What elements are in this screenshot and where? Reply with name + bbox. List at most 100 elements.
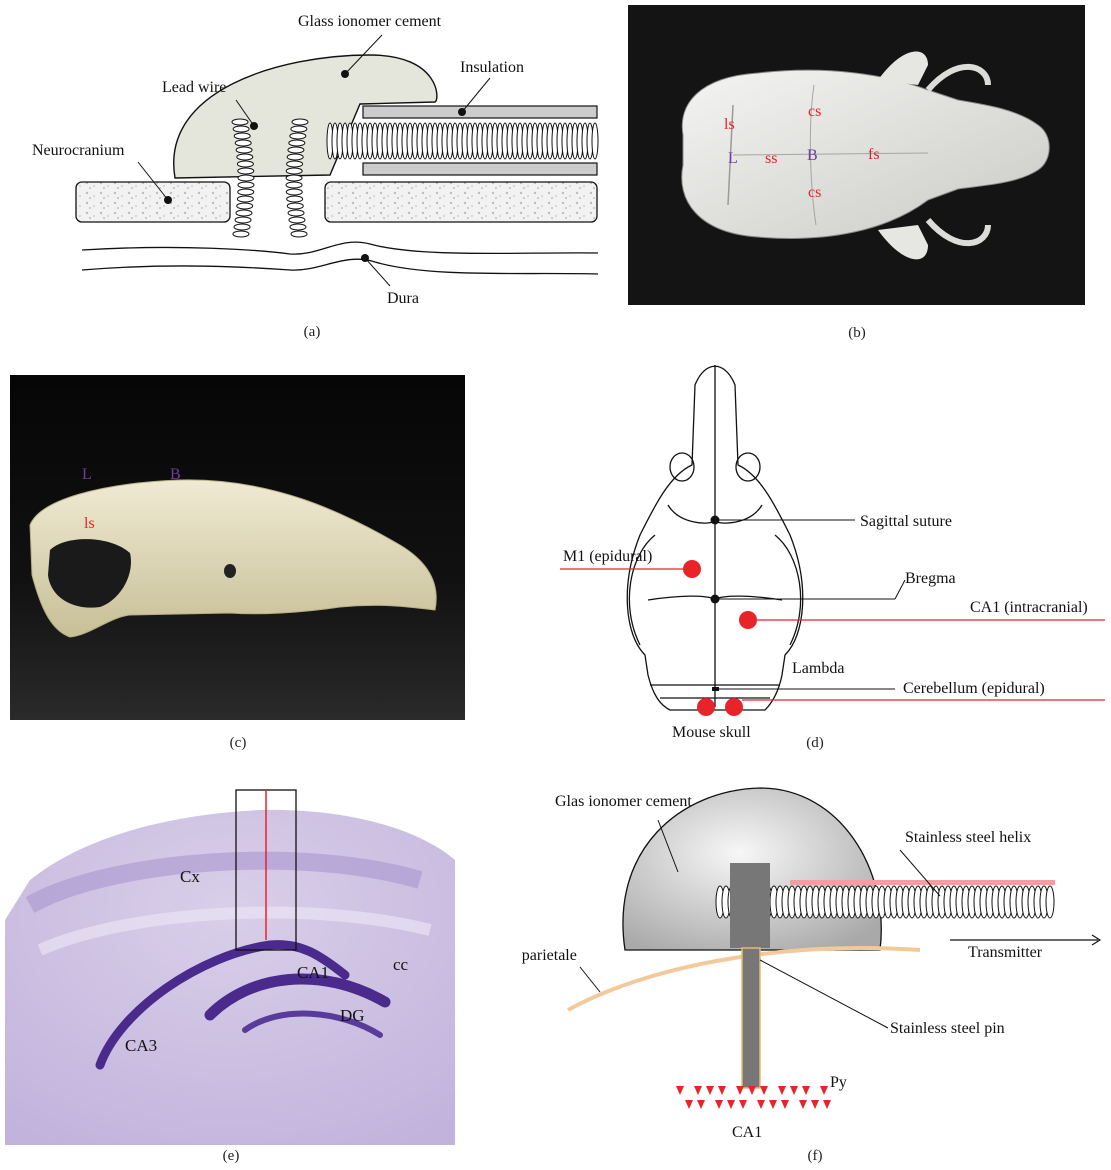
label-f-os: Os parietale	[520, 947, 577, 964]
pyramidal-cell	[760, 1086, 768, 1095]
pin-shaft	[742, 948, 760, 1088]
coil-loop	[287, 203, 303, 209]
insulation-top	[363, 106, 597, 118]
pyramidal-cell	[799, 1100, 807, 1109]
coil-loop	[289, 140, 305, 146]
label-cement: Glass ionomer cement	[298, 13, 442, 30]
label-e-ca1: CA1	[297, 963, 329, 982]
electrode-cerebellum-right	[725, 698, 743, 716]
pyramidal-cell	[757, 1100, 765, 1109]
coil-loop	[592, 123, 598, 159]
pyramidal-cell	[718, 1086, 726, 1095]
pyramidal-cell	[676, 1086, 684, 1095]
label-f-transmitter: Transmitter	[968, 944, 1043, 961]
label-cerebellum: Cerebellum (epidural)	[903, 680, 1045, 697]
coil-loop	[238, 182, 254, 188]
pyramidal-cell	[769, 1100, 777, 1109]
coil-loop	[286, 168, 302, 174]
panel-a-diagram: Glass ionomer cement Lead wire Insulatio…	[0, 0, 620, 330]
coil-loop	[237, 154, 253, 160]
label-mouse-skull: Mouse skull	[672, 724, 751, 741]
label-f-helix: Stainless steel helix	[905, 829, 1031, 846]
coil-loop	[292, 119, 308, 125]
caption-e: (e)	[211, 1148, 251, 1165]
dura-lower	[82, 259, 598, 274]
label-neurocranium: Neurocranium	[32, 142, 125, 159]
caption-f: (f)	[795, 1148, 835, 1165]
pyramidal-cell	[715, 1100, 723, 1109]
panel-c: L B ls (c)	[10, 375, 465, 720]
label-c-ls: ls	[84, 515, 95, 532]
panel-d: Sagittal suture M1 (epidural) Bregma CA1…	[520, 355, 1111, 745]
label-e-cc: cc	[393, 955, 409, 974]
coil-loop	[1046, 886, 1054, 918]
coil-loop	[286, 175, 302, 181]
panel-b: ls L ss B cs cs fs (b)	[628, 5, 1085, 305]
caption-c: (c)	[218, 735, 258, 752]
caption-a: (a)	[292, 324, 332, 341]
coil-loop	[237, 203, 253, 209]
coil-loop	[290, 224, 306, 230]
pyramidal-cell	[811, 1100, 819, 1109]
label-b-cs-top: cs	[808, 103, 821, 120]
panel-e-histology: Cx CA1 cc DG CA3	[0, 760, 460, 1145]
label-bregma: Bregma	[905, 570, 956, 587]
coil-loop	[291, 126, 307, 132]
panel-c-photo: L B ls	[10, 375, 465, 720]
pyramidal-cells	[676, 1086, 831, 1109]
neurocranium-right	[325, 182, 597, 222]
panel-f: Glas ionomer cement Stainless steel heli…	[520, 760, 1111, 1170]
label-c-B: B	[170, 466, 181, 483]
label-e-dg: DG	[340, 1006, 365, 1025]
pyramidal-cell	[685, 1100, 693, 1109]
electrode-cerebellum-left	[697, 698, 715, 716]
panel-b-photo: ls L ss B cs cs fs	[628, 5, 1085, 305]
pyramidal-cell	[820, 1086, 828, 1095]
label-b-ss: ss	[765, 150, 777, 167]
caption-b: (b)	[837, 325, 877, 342]
coil-loop	[238, 189, 254, 195]
coil-loop	[287, 196, 303, 202]
pin-head	[730, 863, 770, 948]
coil-loop	[286, 189, 302, 195]
electrode-ca1	[739, 611, 757, 629]
label-e-ca3: CA3	[125, 1036, 157, 1055]
coil-loop	[291, 231, 307, 237]
coil-loop	[238, 175, 254, 181]
coil-loop	[234, 133, 250, 139]
panel-f-diagram: Glas ionomer cement Stainless steel heli…	[520, 760, 1111, 1145]
panel-a: Glass ionomer cement Lead wire Insulatio…	[0, 0, 620, 330]
coil-loop	[287, 154, 303, 160]
label-f-ca1: CA1	[732, 1124, 762, 1141]
pyramidal-cell	[739, 1100, 747, 1109]
coil-loop	[237, 196, 253, 202]
coil-loop	[237, 161, 253, 167]
label-f-cement: Glas ionomer cement	[555, 793, 692, 810]
pyramidal-cell	[748, 1086, 756, 1095]
label-e-cx: Cx	[180, 867, 200, 886]
label-f-pin: Stainless steel pin	[890, 1020, 1005, 1037]
insulation-bottom	[363, 163, 597, 175]
label-c-L: L	[82, 466, 92, 483]
pyramidal-cell	[781, 1100, 789, 1109]
label-lambda: Lambda	[792, 660, 844, 677]
panel-e: Cx CA1 cc DG CA3 (e)	[0, 760, 460, 1170]
coil-loop	[236, 147, 252, 153]
pyramidal-cell	[778, 1086, 786, 1095]
pyramidal-cell	[697, 1100, 705, 1109]
label-sagittal: Sagittal suture	[860, 513, 952, 530]
coil-loop	[232, 119, 248, 125]
label-b-ls: ls	[724, 116, 735, 133]
helix-sleeve	[790, 880, 1055, 885]
pyramidal-cell	[802, 1086, 810, 1095]
label-ca1-d: CA1 (intracranial)	[970, 599, 1088, 616]
pyramidal-cell	[790, 1086, 798, 1095]
electrode-m1	[683, 560, 701, 578]
lambda-point	[712, 687, 719, 691]
coil-loop	[234, 224, 250, 230]
label-lead-wire: Lead wire	[162, 79, 226, 96]
coil-loop	[289, 217, 305, 223]
pyramidal-cell	[727, 1100, 735, 1109]
coil-loop	[233, 126, 249, 132]
label-f-py: Py	[830, 1074, 847, 1091]
